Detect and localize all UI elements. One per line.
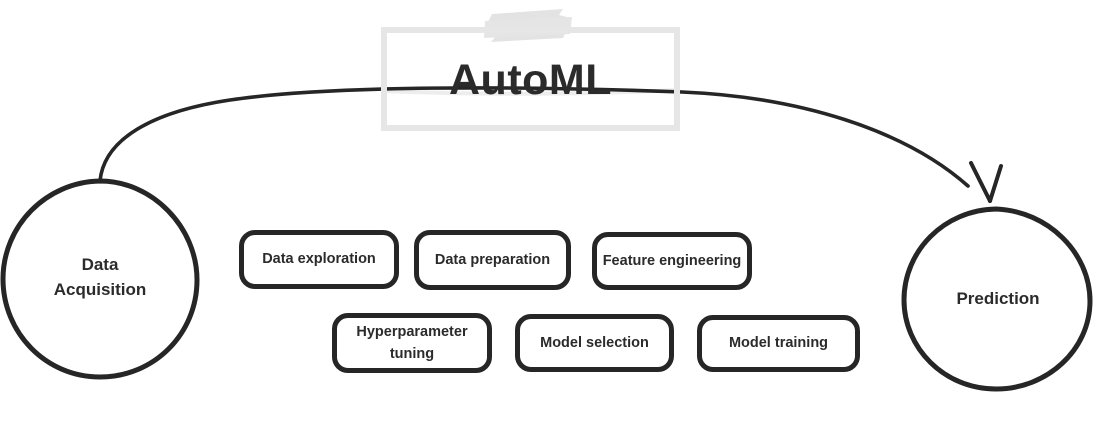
step-label-data-preparation: Data preparation <box>434 251 551 268</box>
title-frame <box>381 27 680 131</box>
node-label-prediction: Prediction <box>956 288 1040 308</box>
step-box-data-preparation[interactable]: Data preparation <box>414 230 571 290</box>
step-label-feature-engineering: Feature engineering <box>602 252 742 269</box>
step-box-feature-engineering[interactable]: Feature engineering <box>592 232 752 290</box>
step-label-model-selection: Model selection <box>540 334 649 351</box>
page-title: AutoML <box>449 56 612 104</box>
step-box-model-selection[interactable]: Model selection <box>515 314 674 372</box>
step-box-data-exploration[interactable]: Data exploration <box>239 230 399 289</box>
step-label-model-training: Model training <box>728 335 829 352</box>
step-box-model-training[interactable]: Model training <box>697 315 860 372</box>
arrowhead-icon <box>969 161 1003 203</box>
node-prediction[interactable]: Prediction <box>903 208 1093 390</box>
step-label-data-exploration: Data exploration <box>262 251 376 268</box>
